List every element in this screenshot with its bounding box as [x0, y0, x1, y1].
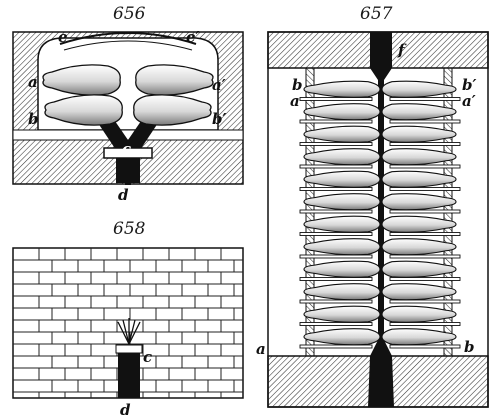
shelf	[299, 119, 373, 124]
bottles-right-656	[133, 64, 214, 126]
shelf	[299, 209, 373, 214]
bottle-left	[303, 170, 381, 188]
bottle-left	[303, 328, 381, 346]
bottle-right	[381, 305, 457, 323]
label-c: c	[143, 348, 152, 366]
shelf	[389, 232, 461, 236]
figure-658-brick-elevation: c d	[12, 247, 244, 419]
label-b: b	[292, 76, 303, 94]
shelf	[389, 187, 461, 191]
bottle-right	[381, 193, 457, 211]
label-a: a	[290, 92, 300, 110]
label-e-prime: e′	[186, 28, 200, 46]
label-b-prime: b′	[212, 110, 226, 128]
bottle-right	[381, 238, 457, 256]
bottle	[135, 64, 214, 96]
floor-line	[12, 129, 244, 141]
bottle	[42, 64, 121, 96]
bottles-left-656	[42, 64, 123, 126]
shelf	[299, 187, 373, 191]
bottle-left	[303, 238, 381, 256]
flue-opening-d	[118, 345, 140, 398]
shelf	[299, 164, 373, 169]
shelf	[389, 209, 461, 214]
label-a-prime: a′	[212, 76, 226, 94]
label-a: a	[28, 73, 38, 91]
shelf	[299, 254, 373, 259]
bottle-right	[381, 260, 457, 278]
shelf	[389, 277, 461, 281]
label-d: d	[118, 186, 129, 204]
shelf	[389, 344, 461, 349]
shelf	[299, 97, 373, 101]
shelf	[389, 164, 461, 169]
shelf	[299, 322, 373, 326]
bottle-right	[381, 125, 457, 143]
shelf	[389, 299, 461, 304]
label-b-lower: b	[464, 338, 475, 356]
flue-lintel	[115, 344, 143, 354]
bottle-right	[381, 215, 457, 233]
label-b-prime: b′	[462, 76, 476, 94]
label-a-lower: a	[256, 340, 266, 358]
bottle-left	[303, 215, 381, 233]
label-c: c	[122, 140, 131, 158]
arch-band	[59, 32, 197, 45]
bottle-left	[303, 80, 381, 98]
figure-657-number: 657	[360, 4, 393, 24]
bottle-left	[303, 305, 381, 323]
central-flue	[368, 32, 394, 407]
figure-656-number: 656	[113, 4, 146, 24]
bottle-left	[303, 260, 381, 278]
label-a-prime: a′	[462, 92, 476, 110]
label-d: d	[120, 401, 131, 419]
bottle-right	[381, 328, 457, 346]
flame-rays	[117, 318, 141, 345]
bottle-right	[381, 170, 457, 188]
shelf	[389, 97, 461, 101]
bottle-racks	[299, 80, 461, 349]
shelf	[299, 277, 373, 281]
figure-658-number: 658	[113, 219, 146, 239]
bottle-left	[303, 283, 381, 301]
label-b: b	[28, 110, 39, 128]
arch-band-inner	[63, 40, 193, 51]
bottle	[133, 94, 212, 126]
bottle-left	[303, 148, 381, 166]
bottle-right	[381, 148, 457, 166]
shelf	[299, 344, 373, 349]
bottle-left	[303, 193, 381, 211]
shelf	[299, 142, 373, 146]
figure-657-vertical-section: f b b′ a a′ a b	[256, 31, 489, 408]
central-flue	[88, 108, 168, 183]
bottle-left	[303, 103, 381, 121]
bottle-left	[303, 125, 381, 143]
bottle-right	[381, 283, 457, 301]
shelf	[389, 142, 461, 146]
shelf	[299, 232, 373, 236]
bottle-right	[381, 80, 457, 98]
figure-656-furnace-section: a a′ b b′ c d e e′	[12, 28, 244, 204]
label-f: f	[397, 41, 407, 59]
label-e: e	[58, 28, 68, 46]
shelf	[299, 299, 373, 304]
brick-courses	[13, 248, 243, 398]
shelf	[389, 254, 461, 259]
bottle-right	[381, 103, 457, 121]
shelf	[389, 322, 461, 326]
shelf	[389, 119, 461, 124]
bottle	[44, 94, 123, 126]
